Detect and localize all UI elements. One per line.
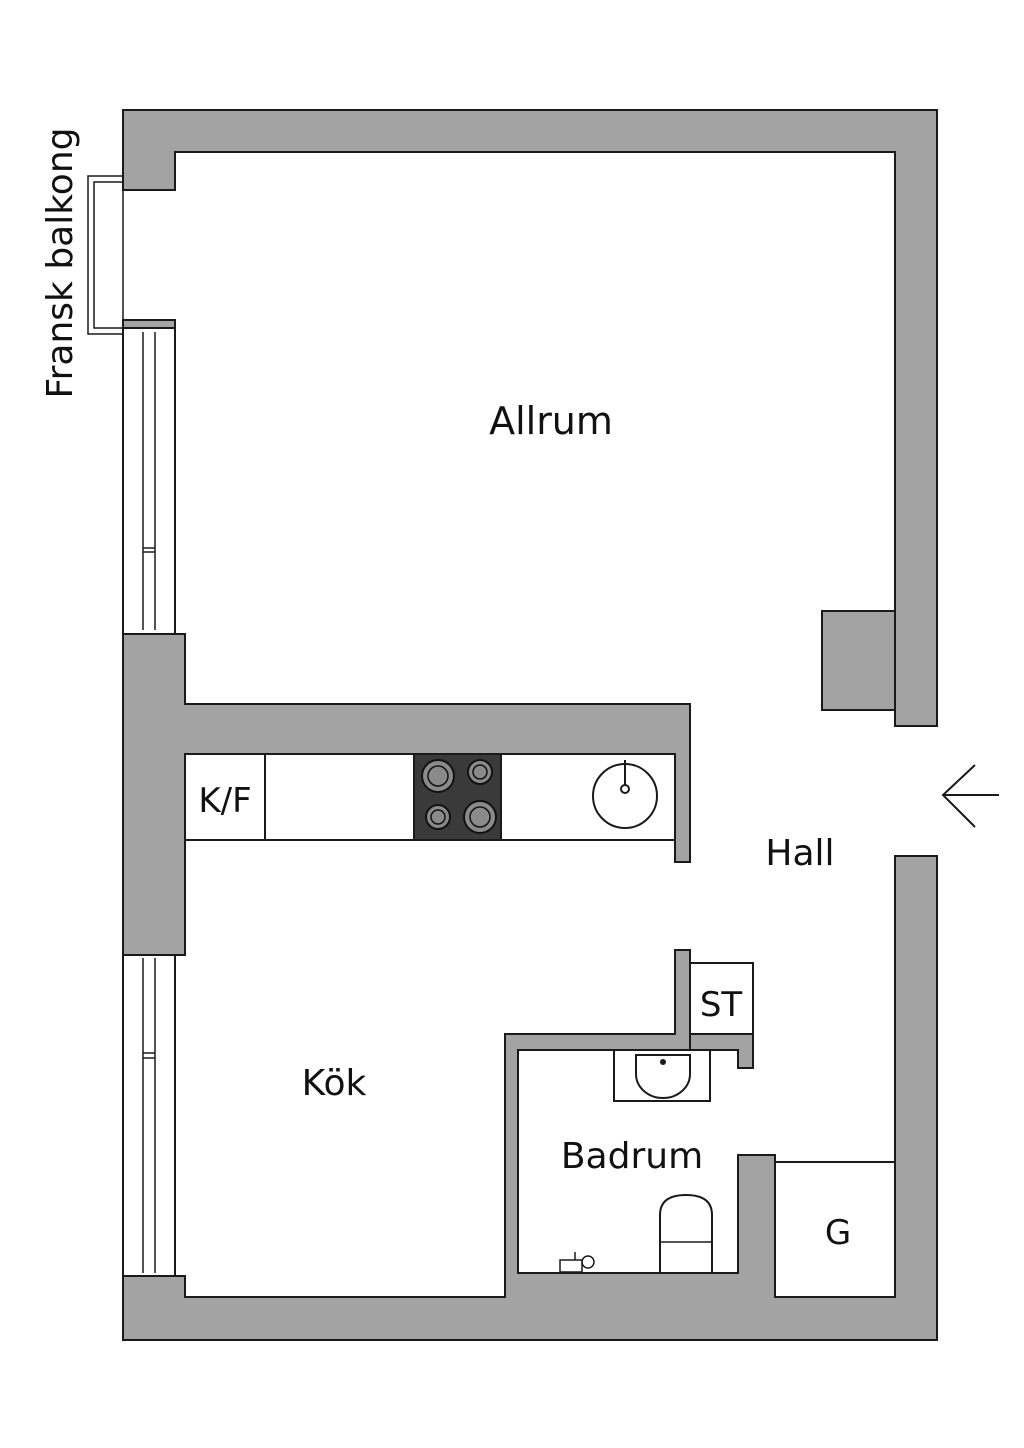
room-label-kok: Kök (302, 1063, 367, 1104)
room-label-hall: Hall (765, 833, 834, 874)
bathroom-sink-icon (613, 1049, 711, 1102)
room-label-allrum: Allrum (489, 399, 613, 443)
fixture-label-g: G (825, 1213, 851, 1253)
wall-pillar-right (821, 610, 896, 711)
stove-icon (413, 753, 502, 841)
wall-right-lower (122, 855, 938, 1341)
storage-closet (689, 962, 754, 1035)
kitchen-sink-icon (592, 760, 658, 829)
wall-left-small (122, 319, 176, 329)
toilet-icon (659, 1193, 713, 1274)
wall-top (122, 109, 938, 727)
window-lower (122, 954, 176, 1277)
balcony-label: Fransk balkong (40, 128, 81, 399)
room-label-badrum: Badrum (561, 1136, 703, 1177)
entrance-arrow-icon (941, 764, 999, 828)
fixture-label-kf: K/F (198, 781, 251, 821)
fixture-label-st: ST (700, 985, 743, 1025)
faucet-icon (559, 1252, 595, 1273)
french-balcony (87, 175, 124, 335)
window-upper (122, 327, 176, 635)
wardrobe-closet (774, 1161, 896, 1298)
